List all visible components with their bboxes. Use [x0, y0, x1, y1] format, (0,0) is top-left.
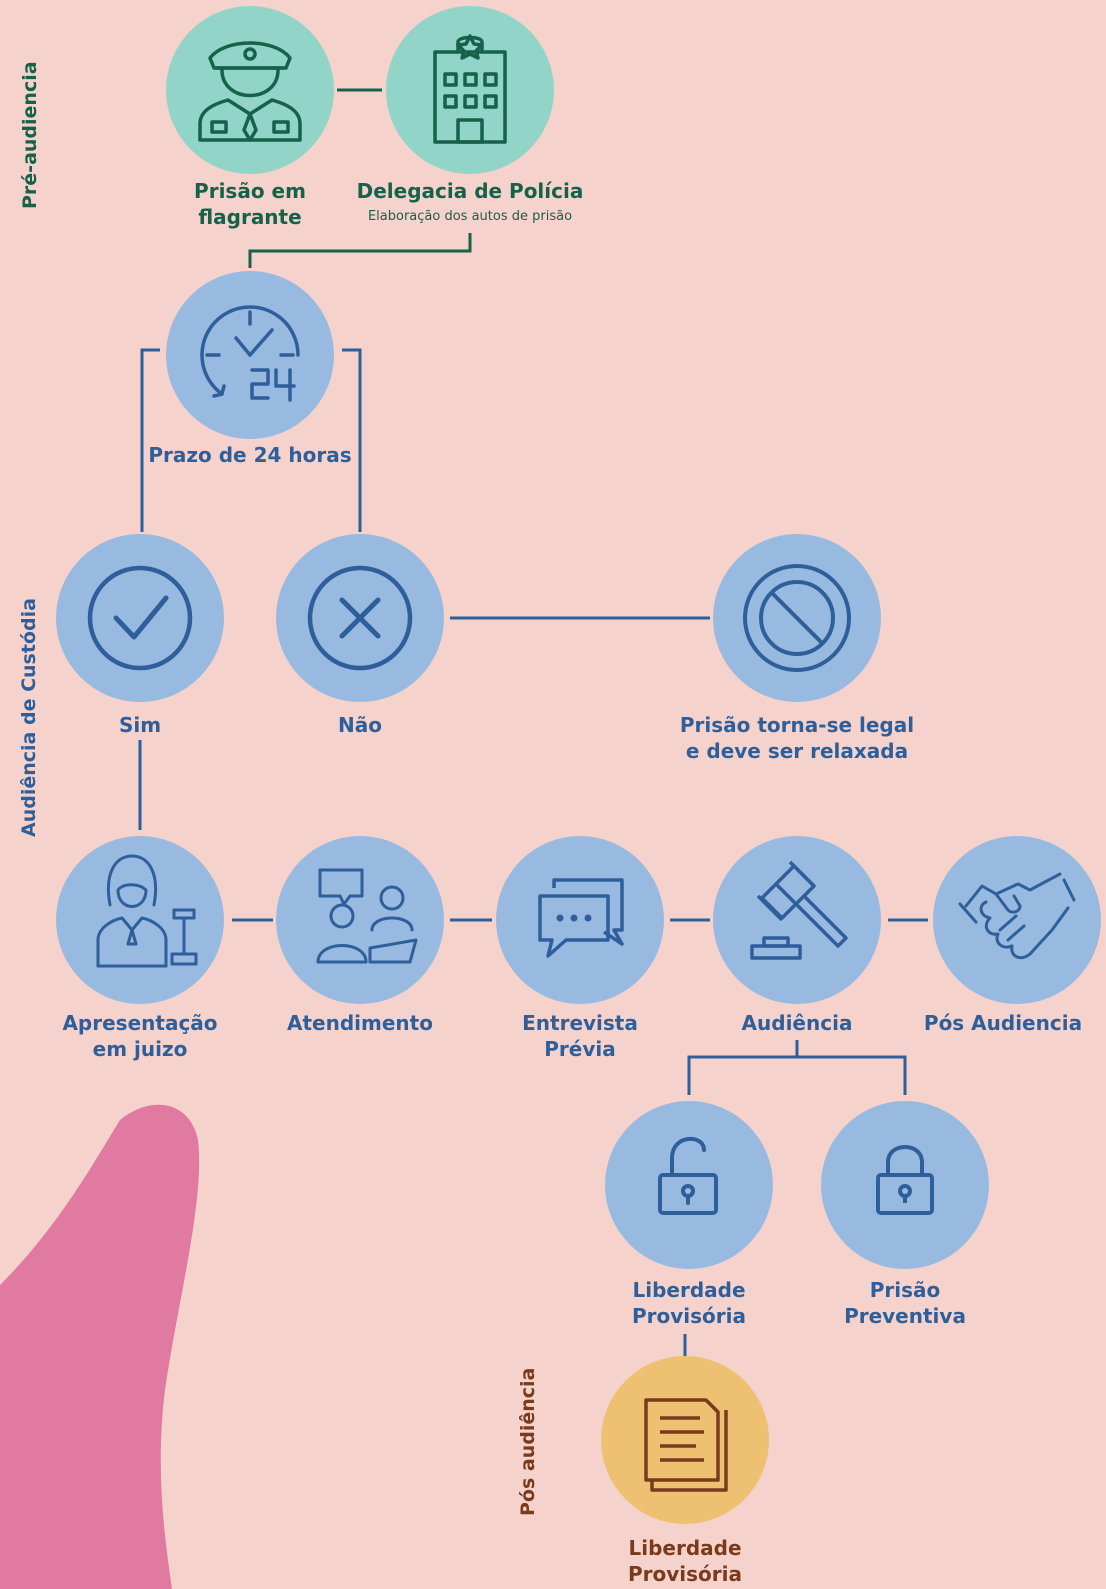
- node-label-line: Não: [338, 713, 382, 737]
- node-label-line: Prisão: [869, 1278, 941, 1302]
- node-label-line: Prisão em: [194, 179, 306, 203]
- police-station-icon: [386, 6, 554, 174]
- node-label-title: Delegacia de Polícia: [356, 179, 584, 203]
- node-label-line: Preventiva: [844, 1304, 966, 1328]
- node-label-entrevista: Entrevista Prévia: [450, 1010, 710, 1062]
- node-label-liberdade-provisoria: Liberdade Provisória: [559, 1277, 819, 1329]
- node-label-line: Liberdade: [628, 1536, 742, 1560]
- node-label-line: Prazo de 24 horas: [148, 443, 352, 467]
- locked-padlock-icon: [821, 1101, 989, 1269]
- check-circle-icon: [56, 534, 224, 702]
- node-label-relaxada: Prisão torna-se legal e deve ser relaxad…: [667, 712, 927, 764]
- consultation-icon: [276, 836, 444, 1004]
- chat-bubbles-icon: [496, 836, 664, 1004]
- node-label-line: Provisória: [631, 1304, 746, 1328]
- node-label-apresentacao: Apresentação em juizo: [10, 1010, 270, 1062]
- node-label-atendimento: Atendimento: [230, 1010, 490, 1036]
- node-label-sim: Sim: [10, 712, 270, 738]
- node-label-line: Prévia: [544, 1037, 616, 1061]
- gavel-icon: [713, 836, 881, 1004]
- handshake-icon: [933, 836, 1101, 1004]
- node-label-line: Prisão torna-se legal: [679, 713, 915, 737]
- decorative-pink-shape: [0, 1104, 200, 1589]
- unlocked-padlock-icon: [605, 1101, 773, 1269]
- node-label-prisao-preventiva: Prisão Preventiva: [775, 1277, 1035, 1329]
- connector-lines: [138, 88, 928, 1358]
- node-label-line: Sim: [118, 713, 162, 737]
- node-label-line: Provisória: [627, 1562, 742, 1586]
- section-label-pre-audiencia: Pré-audiencia: [19, 61, 41, 209]
- node-label-line: e deve ser relaxada: [685, 739, 909, 763]
- node-label-pos-audiencia: Pós Audiencia: [900, 1010, 1106, 1036]
- node-label-line: Liberdade: [632, 1278, 746, 1302]
- x-circle-icon: [276, 534, 444, 702]
- node-label-line: em juizo: [92, 1037, 188, 1061]
- node-label-prisao-flagrante: Prisão em flagrante: [120, 178, 380, 230]
- node-label-line: Entrevista: [522, 1011, 638, 1035]
- forbidden-icon: [713, 534, 881, 702]
- node-label-line: Atendimento: [287, 1011, 433, 1035]
- node-label-audiencia: Audiência: [667, 1010, 927, 1036]
- police-officer-icon: [166, 6, 334, 174]
- node-label-line: Pós Audiencia: [923, 1011, 1083, 1035]
- node-label-subtitle: Elaboração dos autos de prisão: [367, 209, 573, 224]
- judge-icon: [56, 836, 224, 1004]
- node-label-line: Audiência: [741, 1011, 853, 1035]
- section-label-pos-audiencia: Pós audiência: [517, 1367, 539, 1516]
- node-label-line: Apresentação: [62, 1011, 218, 1035]
- node-label-delegacia: Delegacia de Polícia Elaboração dos auto…: [340, 178, 600, 230]
- node-label-line: flagrante: [198, 205, 302, 229]
- node-label-liberdade-pos: Liberdade Provisória: [555, 1535, 815, 1587]
- document-icon: [601, 1356, 769, 1524]
- node-label-prazo: Prazo de 24 horas: [120, 442, 380, 468]
- clock-24-icon: [166, 271, 334, 439]
- node-label-nao: Não: [230, 712, 490, 738]
